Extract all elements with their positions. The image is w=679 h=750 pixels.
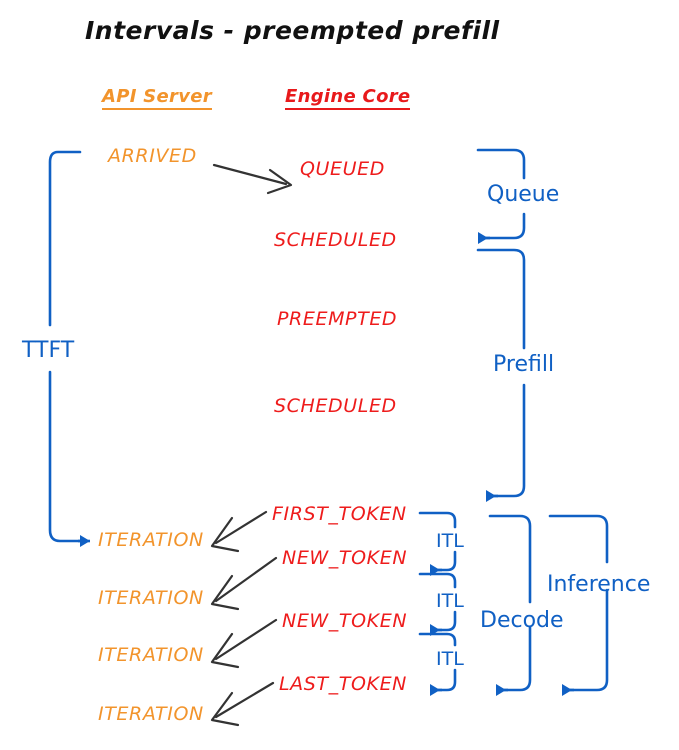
interval-label-itl-2: ITL: [436, 590, 464, 612]
interval-label-queue: Queue: [487, 182, 560, 207]
page-title: Intervals - preempted prefill: [85, 16, 500, 45]
transition-arrow-arrived-to-queued: [212, 163, 293, 195]
state-first-token: FIRST_TOKEN: [272, 503, 407, 525]
state-scheduled-1: SCHEDULED: [274, 229, 397, 251]
state-new-token-2: NEW_TOKEN: [282, 610, 408, 632]
state-iteration-2: ITERATION: [98, 587, 204, 609]
state-iteration-4: ITERATION: [98, 703, 204, 725]
state-queued: QUEUED: [300, 158, 386, 180]
state-last-token: LAST_TOKEN: [279, 673, 407, 695]
transition-arrow-new-token-2-to-iteration-3: [210, 618, 278, 669]
bracket-decode: [488, 514, 532, 696]
transition-arrow-new-token-1-to-iteration-2: [210, 556, 278, 611]
state-iteration-1: ITERATION: [98, 529, 204, 551]
interval-label-itl-1: ITL: [436, 530, 464, 552]
interval-label-inference: Inference: [547, 572, 651, 597]
interval-label-decode: Decode: [480, 608, 564, 633]
interval-label-itl-3: ITL: [436, 648, 464, 670]
interval-label-ttft: TTFT: [22, 338, 75, 363]
transition-arrow-last-token-to-iteration-4: [210, 681, 275, 727]
state-new-token-1: NEW_TOKEN: [282, 547, 408, 569]
state-preempted: PREEMPTED: [277, 308, 398, 330]
column-header-api-server: API Server: [102, 88, 212, 110]
bracket-inference: [548, 514, 609, 696]
transition-arrow-first-token-to-iteration-1: [210, 510, 268, 553]
state-iteration-3: ITERATION: [98, 644, 204, 666]
interval-label-prefill: Prefill: [493, 352, 555, 377]
state-arrived: ARRIVED: [108, 145, 197, 167]
state-scheduled-2: SCHEDULED: [274, 395, 397, 417]
column-header-engine-core: Engine Core: [285, 88, 411, 110]
